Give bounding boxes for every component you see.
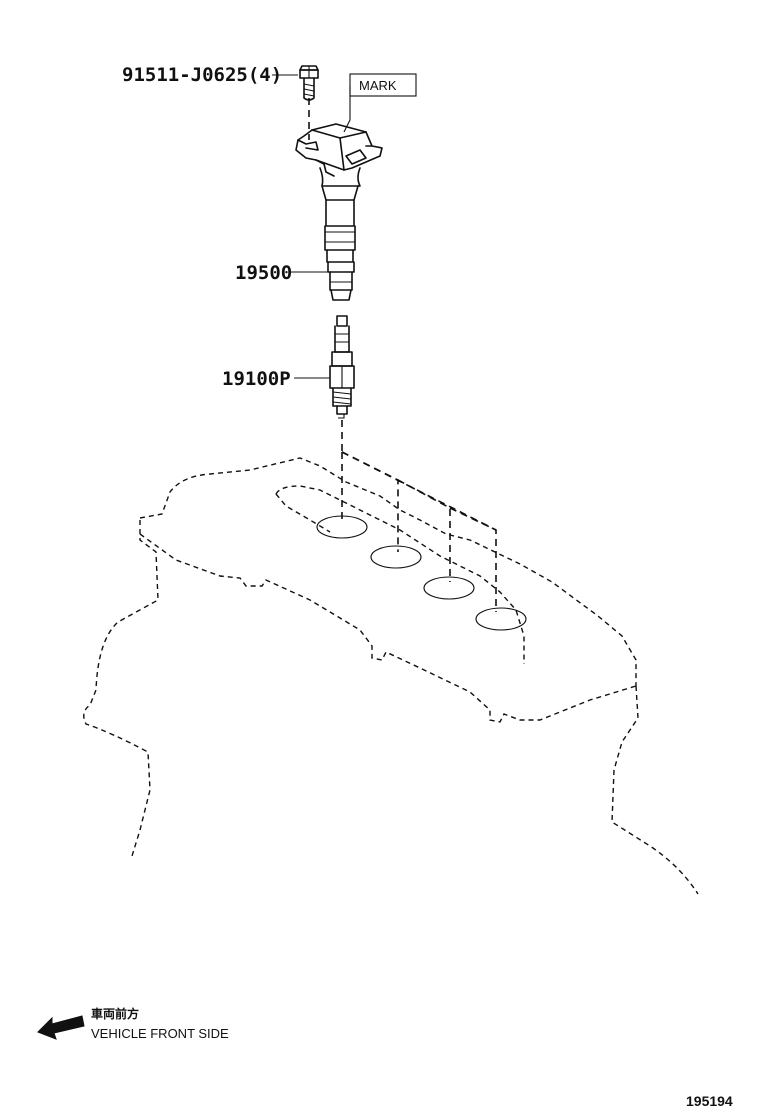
ignition-coil [295, 98, 383, 301]
bolt-part-number: 91511-J0625(4) [122, 64, 282, 86]
front-side-label-en: VEHICLE FRONT SIDE [91, 1026, 229, 1041]
leader-lines [272, 73, 417, 379]
figure-id: 195194 [686, 1093, 733, 1109]
plug-part-number: 19100P [222, 368, 291, 390]
coil-part-number: 19500 [235, 262, 292, 284]
bolt [299, 65, 319, 101]
front-arrow-icon [37, 1015, 85, 1040]
front-side-label-jp: 車両前方 [91, 1006, 139, 1021]
front-direction-indicator: 車両前方 VEHICLE FRONT SIDE [37, 1006, 229, 1041]
spark-plug [329, 315, 355, 452]
engine-block-outline [83, 451, 699, 895]
mark-label: MARK [359, 78, 397, 93]
